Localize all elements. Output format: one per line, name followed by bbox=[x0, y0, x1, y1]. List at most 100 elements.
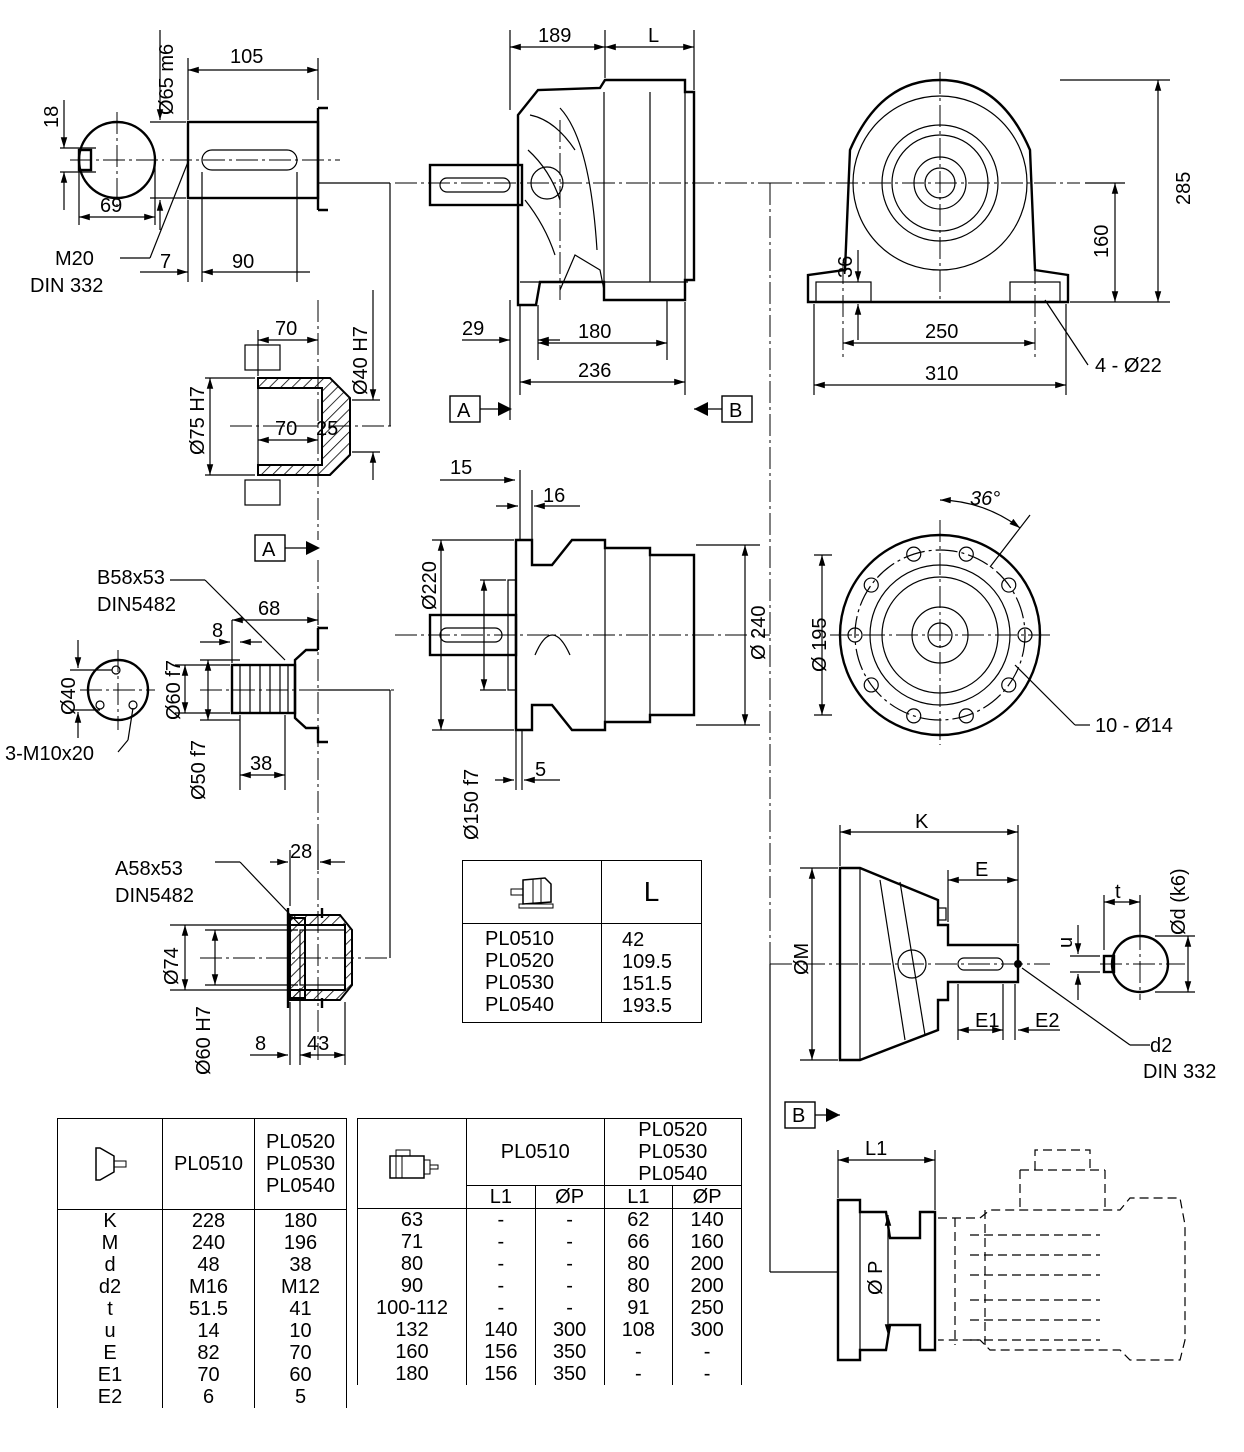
dims-value: 60 bbox=[254, 1364, 347, 1386]
spline-shaft-b-view bbox=[70, 560, 395, 845]
bolt-hole bbox=[863, 677, 879, 693]
thread-label: M20 bbox=[55, 248, 94, 270]
spline-b-38-label: 38 bbox=[250, 753, 272, 775]
l-table-value: 151.5 bbox=[622, 973, 673, 995]
dims-param: M bbox=[57, 1232, 163, 1254]
dim-29-label: 29 bbox=[462, 318, 484, 340]
dim-189-label: 189 bbox=[538, 25, 571, 47]
bolt-hole bbox=[1001, 677, 1017, 693]
l-table-model: PL0530 bbox=[485, 972, 554, 994]
spline-b-8-label: 8 bbox=[212, 620, 223, 642]
motor-value: 140 bbox=[466, 1319, 536, 1341]
spline-a-std: DIN5482 bbox=[115, 885, 194, 907]
dims-param: E1 bbox=[57, 1364, 163, 1386]
dim-K-label: K bbox=[915, 811, 929, 833]
dims-param: E bbox=[57, 1342, 163, 1364]
l-table-value: 42 bbox=[622, 929, 645, 951]
flange-5-label: 5 bbox=[535, 759, 546, 781]
motor-size: 100-112 bbox=[357, 1297, 467, 1319]
motor-value: - bbox=[534, 1297, 605, 1319]
motor-size: 132 bbox=[357, 1319, 467, 1341]
dims-param: d2 bbox=[57, 1276, 163, 1298]
l-table-model: PL0520 bbox=[485, 950, 554, 972]
spline-a-43-label: 43 bbox=[307, 1033, 329, 1055]
spline-b-std: DIN5482 bbox=[97, 594, 176, 616]
motor-value: - bbox=[534, 1275, 605, 1297]
dims-param: K bbox=[57, 1209, 163, 1232]
motor-icon-cell bbox=[357, 1118, 467, 1209]
hollow-dia40-label: Ø40 H7 bbox=[350, 326, 372, 395]
key-len-label: 90 bbox=[232, 251, 254, 273]
gearbox-icon-cell bbox=[462, 860, 602, 924]
dim-M-label: ØM bbox=[791, 943, 813, 975]
height-160-label: 160 bbox=[1091, 225, 1113, 258]
flange-15-label: 15 bbox=[450, 457, 472, 479]
motor-sub-header: ØP bbox=[672, 1185, 742, 1209]
motor-icon bbox=[389, 1149, 439, 1179]
dims-value: 5 bbox=[254, 1386, 347, 1408]
spline-a-8-label: 8 bbox=[255, 1033, 266, 1055]
offset-label: 7 bbox=[160, 251, 171, 273]
hollow-25-label: 25 bbox=[316, 418, 338, 440]
spline-a-28-label: 28 bbox=[290, 841, 312, 863]
motor-sub-header: ØP bbox=[534, 1185, 605, 1209]
motor-value: 156 bbox=[466, 1363, 536, 1385]
spline-b-threads-label: 3-M10x20 bbox=[5, 743, 94, 765]
motor-sub-header: L1 bbox=[466, 1185, 536, 1209]
spline-b-name: B58x53 bbox=[97, 567, 165, 589]
l-table-model: PL0510 bbox=[485, 928, 554, 950]
dim-E1-label: E1 bbox=[975, 1010, 999, 1032]
motor-value: 200 bbox=[672, 1253, 742, 1275]
dim-E-label: E bbox=[975, 859, 988, 881]
dim-L-label: L bbox=[648, 25, 659, 47]
height-285-label: 285 bbox=[1173, 172, 1195, 205]
bolt-hole bbox=[863, 577, 879, 593]
hollow-shaft-view bbox=[205, 182, 395, 540]
dims-value: M12 bbox=[254, 1276, 347, 1298]
motor-value: 300 bbox=[672, 1319, 742, 1341]
motor-value: 80 bbox=[603, 1253, 674, 1275]
bolt-holes bbox=[847, 546, 1033, 724]
holes-label: 4 - Ø22 bbox=[1095, 355, 1162, 377]
dim-180-label: 180 bbox=[578, 321, 611, 343]
flange-dia150-label: Ø150 f7 bbox=[461, 769, 483, 840]
spline-a-dia74-label: Ø74 bbox=[161, 947, 183, 985]
dim-d2-label: d2 bbox=[1150, 1035, 1172, 1057]
motor-group1-header: PL0510 bbox=[466, 1118, 605, 1186]
motor-value: - bbox=[603, 1363, 674, 1385]
motor-flange-view bbox=[769, 183, 1186, 1362]
motor-value: 160 bbox=[672, 1231, 742, 1253]
motor-value: 300 bbox=[534, 1319, 605, 1341]
spline-b-dia40-label: Ø40 bbox=[58, 677, 80, 715]
motor-value: 200 bbox=[672, 1275, 742, 1297]
dims-value: 228 bbox=[162, 1209, 255, 1232]
flange-dia240-label: Ø 240 bbox=[748, 606, 770, 660]
spline-hub-a-view bbox=[170, 690, 391, 1065]
hollow-70a-label: 70 bbox=[275, 318, 297, 340]
motor-value: - bbox=[534, 1231, 605, 1253]
motor-value: 156 bbox=[466, 1341, 536, 1363]
shaft-dia-label: Ø65 m6 bbox=[156, 44, 178, 115]
gearbox-icon bbox=[510, 877, 554, 909]
motor-value: - bbox=[672, 1363, 742, 1385]
dims-value: 196 bbox=[254, 1232, 347, 1254]
bolt-hole bbox=[1001, 577, 1017, 593]
dim-u-label: u bbox=[1055, 937, 1077, 948]
dims-value: 51.5 bbox=[162, 1298, 255, 1320]
flange-holes-label: 10 - Ø14 bbox=[1095, 715, 1173, 737]
spline-a-name: A58x53 bbox=[115, 858, 183, 880]
hollow-70b-label: 70 bbox=[275, 418, 297, 440]
width-310-label: 310 bbox=[925, 363, 958, 385]
